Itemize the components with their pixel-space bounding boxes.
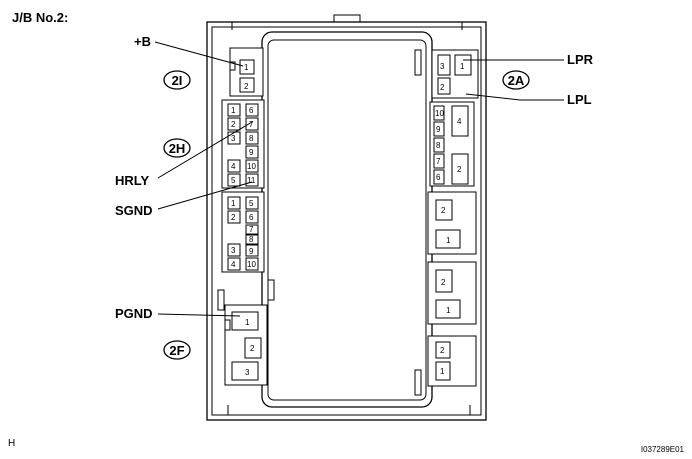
pin-2i-2: 2	[244, 82, 249, 91]
connector-2i: 1 2	[229, 47, 264, 97]
pin-2hl-4: 4	[231, 260, 236, 269]
pin-r2-1: 1	[446, 306, 451, 315]
pin-2i-1: 1	[244, 63, 249, 72]
footer-left-mark: H	[8, 438, 15, 449]
label-2f: 2F	[169, 343, 184, 358]
label-2h: 2H	[169, 141, 186, 156]
connector-id-2f: 2F	[163, 340, 191, 360]
pin-r-2: 2	[457, 165, 462, 174]
figure-code: I037289E01	[641, 445, 685, 454]
label-plus-b: +B	[134, 34, 151, 49]
connector-2h-lower: 1 2 3 4 5 6 7 8 9 10	[221, 191, 265, 273]
pin-2a-2: 2	[440, 83, 445, 92]
pin-2hl-9: 9	[249, 247, 254, 256]
pin-2h-5: 5	[231, 176, 236, 185]
pin-2hl-5: 5	[249, 199, 254, 208]
pin-2h-2: 2	[231, 120, 236, 129]
pin-2h-9: 9	[249, 148, 254, 157]
pin-2hl-10: 10	[247, 260, 256, 269]
pin-2h-11: 11	[247, 176, 256, 185]
pin-2hl-7: 7	[249, 225, 254, 234]
pin-2a-1: 1	[460, 62, 465, 71]
label-2a: 2A	[508, 73, 525, 88]
connector-id-2i: 2I	[163, 70, 191, 90]
connector-right-1: 2 1	[427, 191, 477, 255]
pin-2hl-2: 2	[231, 213, 236, 222]
connector-2f: 1 2 3	[224, 304, 268, 386]
pin-2h-6: 6	[249, 106, 254, 115]
terminal-hrly: HRLY	[115, 121, 253, 188]
diagram-title: J/B No.2:	[12, 10, 68, 25]
label-lpr: LPR	[567, 52, 594, 67]
pin-r3-1: 1	[440, 367, 445, 376]
pin-r1-2: 2	[441, 206, 446, 215]
pin-2hl-8: 8	[249, 235, 254, 244]
pin-r-7: 7	[436, 157, 441, 166]
pin-2h-4: 4	[231, 162, 236, 171]
terminal-pgnd: PGND	[115, 306, 241, 321]
connector-id-2h: 2H	[163, 138, 191, 158]
pin-2h-3: 3	[231, 134, 236, 143]
pin-2h-10: 10	[247, 162, 256, 171]
pin-2f-1: 1	[245, 318, 250, 327]
pin-r-10: 10	[435, 109, 444, 118]
connector-right-3: 2 1	[427, 335, 477, 387]
connector-right-2: 2 1	[427, 261, 477, 325]
pin-2hl-1: 1	[231, 199, 236, 208]
pin-r-6: 6	[436, 173, 441, 182]
connector-right-block: 10 9 8 7 6 4 2	[429, 101, 475, 187]
pin-2hl-6: 6	[249, 213, 254, 222]
connector-id-2a: 2A	[502, 70, 530, 90]
connector-2h: 1 2 3 6 7 8 9 10 11 4 5	[221, 99, 265, 189]
terminal-lpl: LPL	[465, 92, 592, 107]
pin-2h-7: 7	[249, 120, 254, 129]
pin-r2-2: 2	[441, 278, 446, 287]
pin-2hl-3: 3	[231, 246, 236, 255]
pin-r-9: 9	[436, 125, 441, 134]
pin-2h-8: 8	[249, 134, 254, 143]
terminal-sgnd: SGND	[115, 181, 253, 218]
pin-2h-1: 1	[231, 106, 236, 115]
label-hrly: HRLY	[115, 173, 150, 188]
label-lpl: LPL	[567, 92, 592, 107]
pin-2f-3: 3	[245, 368, 250, 377]
pin-r-4: 4	[457, 117, 462, 126]
pin-r-8: 8	[436, 141, 441, 150]
connector-2a: 3 1 2	[431, 49, 479, 99]
label-sgnd: SGND	[115, 203, 153, 218]
terminal-lpr: LPR	[463, 52, 594, 67]
label-pgnd: PGND	[115, 306, 153, 321]
pin-2f-2: 2	[250, 344, 255, 353]
terminal-plus-b: +B	[134, 34, 244, 67]
pin-r3-2: 2	[440, 346, 445, 355]
label-2i: 2I	[172, 73, 183, 88]
pin-r1-1: 1	[446, 236, 451, 245]
pin-2a-3: 3	[440, 62, 445, 71]
